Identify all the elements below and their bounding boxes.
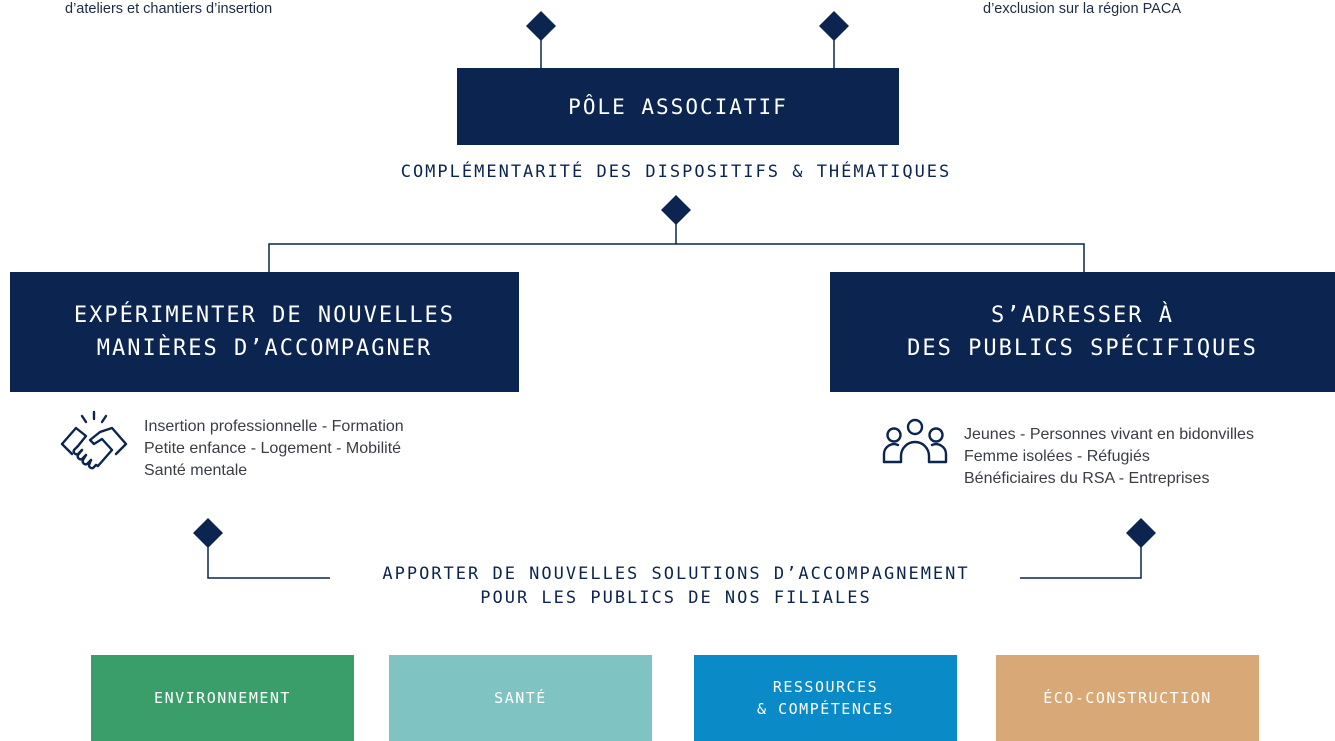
tile-environnement-label: ENVIRONNEMENT xyxy=(154,689,291,707)
diamond-top-left xyxy=(526,11,556,41)
list-item: Santé mentale xyxy=(144,462,248,479)
tile-eco-construction: ÉCO-CONSTRUCTION xyxy=(996,655,1259,741)
list-item: Bénéficiaires du RSA - Entreprises xyxy=(964,470,1210,487)
experimenter-box: EXPÉRIMENTER DE NOUVELLES MANIÈRES D’ACC… xyxy=(10,272,519,392)
top-left-text: d’ateliers et chantiers d’insertion xyxy=(65,1,273,17)
tile-environnement: ENVIRONNEMENT xyxy=(91,655,354,741)
bottom-label-line2: POUR LES PUBLICS DE NOS FILIALES xyxy=(480,588,872,608)
people-group-icon xyxy=(882,418,948,464)
connector-branch xyxy=(268,243,1085,272)
list-item: Petite enfance - Logement - Mobilité xyxy=(144,440,402,457)
bottom-label: APPORTER DE NOUVELLES SOLUTIONS D’ACCOMP… xyxy=(0,562,1335,610)
diamond-bottom-right xyxy=(1126,518,1156,548)
tile-ressources-line2: & COMPÉTENCES xyxy=(757,700,894,718)
connector-bottom-left xyxy=(207,540,330,579)
list-item: Insertion professionnelle - Formation xyxy=(144,418,404,435)
tile-ressources: RESSOURCES & COMPÉTENCES xyxy=(694,655,957,741)
right-list: Jeunes - Personnes vivant en bidonvilles… xyxy=(964,424,1254,490)
experimenter-line2: MANIÈRES D’ACCOMPAGNER xyxy=(96,336,433,361)
bottom-label-line1: APPORTER DE NOUVELLES SOLUTIONS D’ACCOMP… xyxy=(382,564,970,584)
diamond-center xyxy=(661,195,691,225)
tile-eco-construction-label: ÉCO-CONSTRUCTION xyxy=(1043,689,1212,707)
complementarity-label: COMPLÉMENTARITÉ DES DISPOSITIFS & THÉMAT… xyxy=(400,162,952,182)
tile-ressources-line1: RESSOURCES xyxy=(772,678,879,696)
top-right-text: d’exclusion sur la région PACA xyxy=(983,1,1181,17)
handshake-icon xyxy=(60,410,128,470)
tile-sante-label: SANTÉ xyxy=(494,689,547,707)
pole-associatif-box: PÔLE ASSOCIATIF xyxy=(457,68,899,145)
list-item: Femme isolées - Réfugiés xyxy=(964,448,1150,465)
left-list: Insertion professionnelle - Formation Pe… xyxy=(144,416,404,482)
connector-bottom-right xyxy=(1020,540,1142,579)
experimenter-line1: EXPÉRIMENTER DE NOUVELLES xyxy=(73,303,456,328)
diamond-top-right xyxy=(819,11,849,41)
publics-line2: DES PUBLICS SPÉCIFIQUES xyxy=(907,336,1258,361)
publics-box: S’ADRESSER À DES PUBLICS SPÉCIFIQUES xyxy=(830,272,1335,392)
diamond-bottom-left xyxy=(193,518,223,548)
list-item: Jeunes - Personnes vivant en bidonvilles xyxy=(964,426,1254,443)
tile-sante: SANTÉ xyxy=(389,655,652,741)
publics-line1: S’ADRESSER À xyxy=(991,303,1174,328)
pole-associatif-title: PÔLE ASSOCIATIF xyxy=(568,94,788,119)
